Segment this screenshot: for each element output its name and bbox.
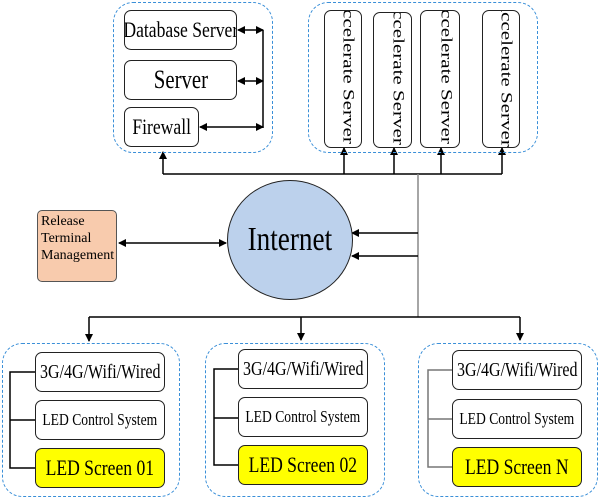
- screen-label: LED Screen 02: [248, 452, 358, 477]
- accelerate-server-01: Accelerate Server 01: [324, 10, 362, 148]
- control-label: LED Control System: [459, 409, 575, 428]
- release-terminal-management: Release Terminal Management: [37, 210, 117, 282]
- accelerate-server-n-label: Accelerate Server N: [497, 10, 516, 148]
- network-label: 3G/4G/Wifi/Wired: [242, 357, 364, 380]
- firewall-box: Firewall: [124, 107, 199, 147]
- screen-label: LED Screen N: [465, 454, 569, 479]
- terminal-group-n: [418, 343, 598, 497]
- network-box: 3G/4G/Wifi/Wired: [238, 349, 368, 389]
- terminal-group-01: [2, 343, 180, 497]
- accelerate-server-03-label: Accelerate Server 03: [437, 10, 456, 148]
- accelerate-server-03: Accelerate Server 03: [420, 10, 460, 148]
- firewall-label: Firewall: [132, 114, 191, 139]
- control-box: LED Control System: [35, 400, 165, 440]
- led-screen-box: LED Screen 02: [238, 445, 368, 485]
- terminal-group-02: [205, 343, 385, 497]
- network-label: 3G/4G/Wifi/Wired: [456, 358, 578, 381]
- led-screen-box: LED Screen 01: [35, 448, 165, 488]
- network-label: 3G/4G/Wifi/Wired: [39, 360, 161, 383]
- accelerate-server-01-label: Accelerate Server 01: [339, 10, 358, 148]
- accelerate-server-02-label: Accelerate Server 02: [389, 12, 408, 148]
- server-box: Server: [124, 60, 237, 100]
- internet-label: Internet: [247, 221, 333, 258]
- screen-label: LED Screen 01: [45, 455, 155, 480]
- network-box: 3G/4G/Wifi/Wired: [452, 350, 582, 390]
- accelerate-group: [308, 2, 538, 153]
- accelerate-server-02: Accelerate Server 02: [373, 12, 412, 148]
- internet-node: Internet: [227, 180, 353, 300]
- control-label: LED Control System: [245, 407, 361, 426]
- accelerate-server-n: Accelerate Server N: [482, 10, 520, 148]
- network-box: 3G/4G/Wifi/Wired: [35, 352, 165, 392]
- server-label: Server: [153, 65, 208, 94]
- control-label: LED Control System: [42, 410, 158, 429]
- control-box: LED Control System: [452, 399, 582, 439]
- led-screen-box: LED Screen N: [452, 447, 582, 487]
- database-server-box: Database Server: [124, 10, 237, 50]
- server-group: [113, 2, 273, 153]
- database-server-label: Database Server: [124, 17, 237, 42]
- control-box: LED Control System: [238, 397, 368, 437]
- release-label: Release Terminal Management: [41, 214, 115, 263]
